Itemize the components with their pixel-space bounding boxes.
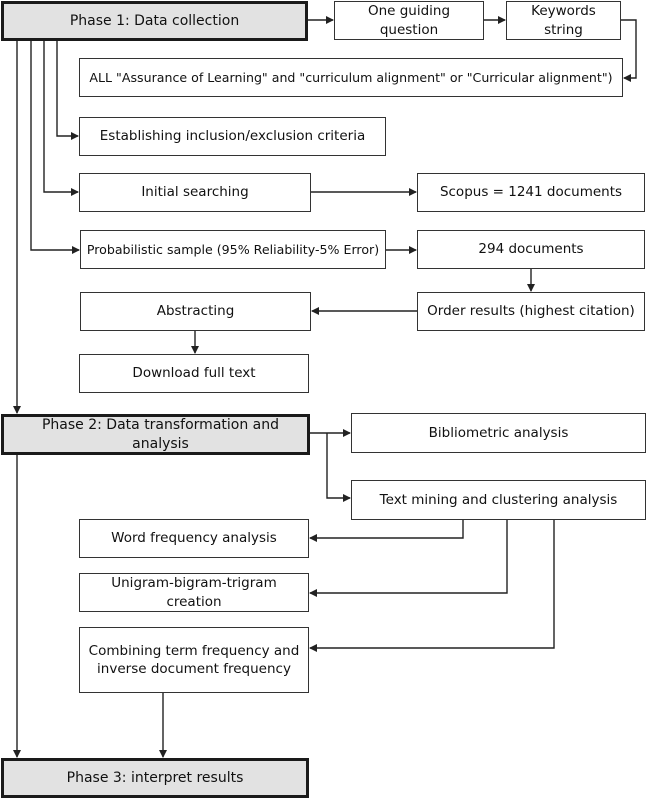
order-results-box: Order results (highest citation) bbox=[417, 292, 645, 331]
probabilistic-sample-box: Probabilistic sample (95% Reliability-5%… bbox=[80, 230, 386, 269]
criteria-label: Establishing inclusion/exclusion criteri… bbox=[99, 128, 366, 145]
abstracting-label: Abstracting bbox=[156, 303, 235, 320]
bibliometric-label: Bibliometric analysis bbox=[428, 424, 569, 441]
arrow-phase1-to-sample bbox=[30, 40, 80, 254]
guiding-question-label: One guiding question bbox=[367, 3, 451, 38]
scopus-box: Scopus = 1241 documents bbox=[417, 173, 645, 212]
bibliometric-box: Bibliometric analysis bbox=[351, 413, 646, 453]
phase-3-box: Phase 3: interpret results bbox=[1, 758, 309, 798]
ngram-label: Unigram-bigram-trigram creation bbox=[111, 575, 277, 610]
search-query-label: ALL "Assurance of Learning" and "curricu… bbox=[89, 70, 613, 85]
tfidf-label: Combining term frequency and inverse doc… bbox=[88, 642, 300, 677]
arrow-phase1-to-initial bbox=[43, 40, 79, 196]
documents-294-box: 294 documents bbox=[417, 230, 645, 269]
arrow-keywords-to-query bbox=[620, 19, 637, 82]
order-results-label: Order results (highest citation) bbox=[427, 303, 635, 320]
text-mining-label: Text mining and clustering analysis bbox=[379, 491, 618, 508]
arrow-phase2-to-textmining bbox=[326, 433, 351, 502]
arrow-textmining-to-tfidf bbox=[309, 519, 555, 652]
probabilistic-sample-label: Probabilistic sample (95% Reliability-5%… bbox=[86, 242, 380, 257]
phase-2-box: Phase 2: Data transformation and analysi… bbox=[1, 414, 310, 455]
initial-searching-label: Initial searching bbox=[141, 184, 249, 201]
phase-1-label: Phase 1: Data collection bbox=[69, 12, 240, 29]
ngram-box: Unigram-bigram-trigram creation bbox=[79, 573, 309, 612]
download-full-text-box: Download full text bbox=[79, 354, 309, 393]
phase-2-label: Phase 2: Data transformation and analysi… bbox=[41, 416, 280, 452]
phase-1-box: Phase 1: Data collection bbox=[1, 1, 308, 41]
word-frequency-label: Word frequency analysis bbox=[111, 530, 277, 547]
download-full-text-label: Download full text bbox=[132, 365, 256, 382]
criteria-box: Establishing inclusion/exclusion criteri… bbox=[79, 117, 386, 156]
phase-3-label: Phase 3: interpret results bbox=[66, 769, 244, 786]
arrow-phase1-to-criteria bbox=[56, 40, 79, 140]
search-query-box: ALL "Assurance of Learning" and "curricu… bbox=[79, 58, 623, 97]
arrow-textmining-to-ngram bbox=[309, 519, 508, 597]
tfidf-box: Combining term frequency and inverse doc… bbox=[79, 627, 309, 693]
guiding-question-box: One guiding question bbox=[334, 1, 484, 40]
arrow-textmining-to-wordfreq bbox=[309, 519, 464, 542]
keywords-string-box: Keywords string bbox=[506, 1, 621, 40]
abstracting-box: Abstracting bbox=[80, 292, 311, 331]
scopus-label: Scopus = 1241 documents bbox=[439, 184, 623, 201]
documents-294-label: 294 documents bbox=[478, 241, 584, 258]
initial-searching-box: Initial searching bbox=[79, 173, 311, 212]
keywords-string-label: Keywords string bbox=[531, 3, 596, 38]
text-mining-box: Text mining and clustering analysis bbox=[351, 480, 646, 520]
word-frequency-box: Word frequency analysis bbox=[79, 519, 309, 558]
